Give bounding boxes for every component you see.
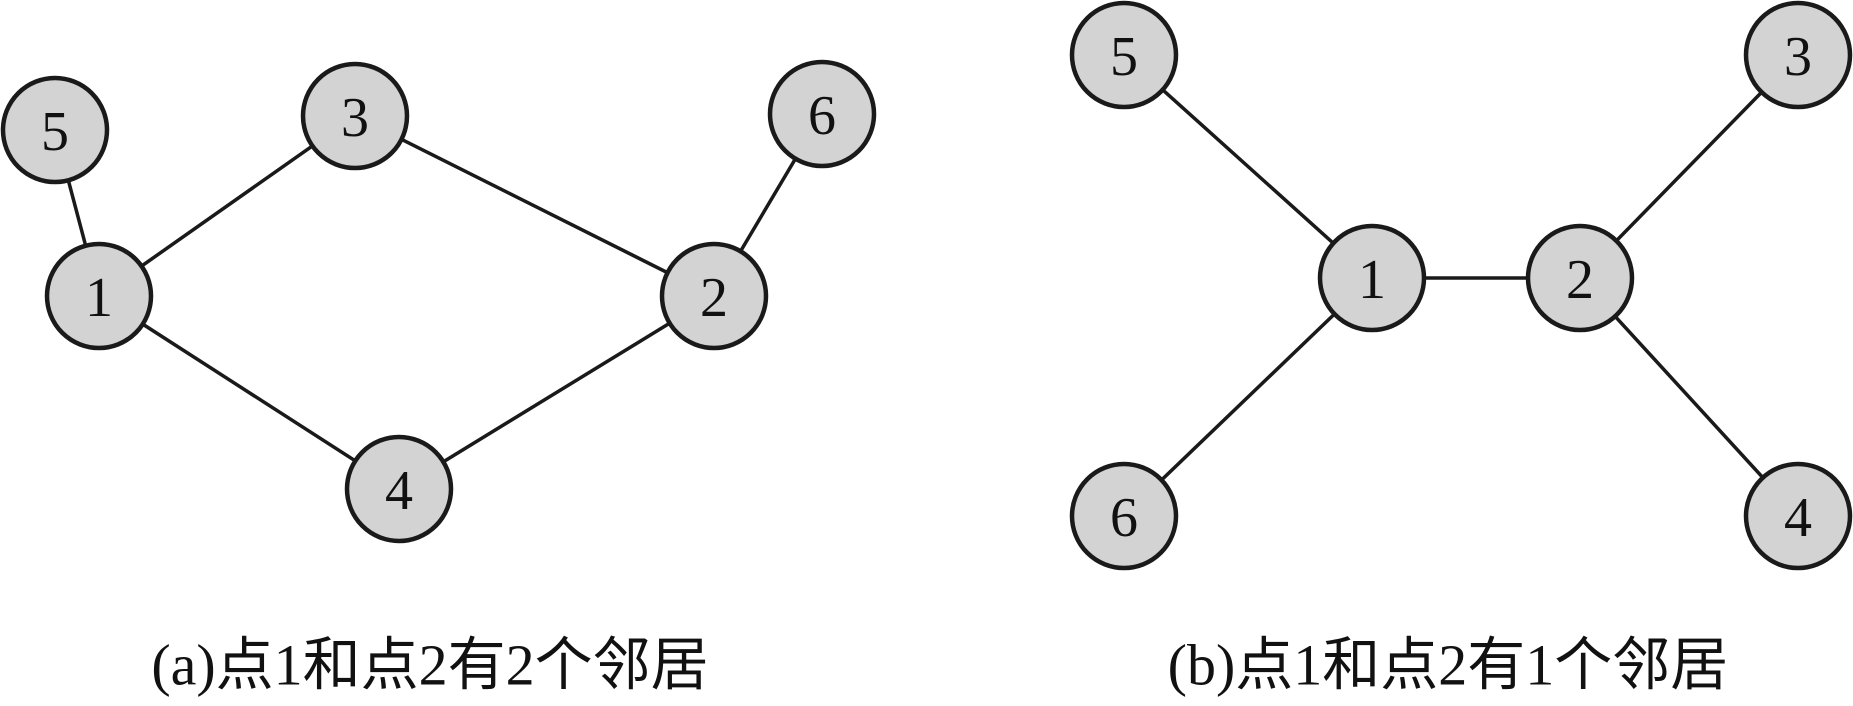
graph-a-nodes: 1 2 3 4 5 6 [0, 59, 877, 544]
graph-a-node-2-label: 2 [700, 267, 728, 329]
graph-b-edges [1122, 53, 1800, 518]
graph-a-node-1-circle [44, 241, 154, 351]
graph-b-node-4-circle [1743, 461, 1853, 571]
graph-a-edge-4-2 [398, 294, 715, 491]
graph-a-node-2-circle [659, 241, 769, 351]
graph-b-edge-1-6 [1122, 276, 1374, 518]
graph-b-node-1: 1 [1317, 223, 1427, 333]
graph-a-node-3-circle [300, 61, 410, 171]
graph-a-node-5-label: 5 [41, 101, 69, 163]
graph-a-edge-3-2 [354, 114, 715, 298]
graph-a-node-1: 1 [44, 241, 154, 351]
graph-a-node-5: 5 [0, 75, 110, 185]
graph-b-node-5-label: 5 [1110, 26, 1138, 88]
graph-a-node-5-circle [0, 75, 110, 185]
graph-a-node-4: 4 [344, 434, 454, 544]
graph-a-node-3-label: 3 [341, 87, 369, 149]
graph-a-edge-1-4 [98, 294, 400, 491]
graph-b-node-6-label: 6 [1110, 487, 1138, 549]
graph-b-node-1-label: 1 [1358, 249, 1386, 311]
graph-b-node-4-label: 4 [1784, 487, 1812, 549]
graph-a: 1 2 3 4 5 6 (a)点1和点2有2个邻居 [0, 59, 877, 698]
graph-a-node-4-circle [344, 434, 454, 544]
graph-b-node-3: 3 [1743, 0, 1853, 110]
graph-b-node-1-circle [1317, 223, 1427, 333]
graph-a-node-6-circle [767, 59, 877, 169]
graph-b-node-6-circle [1069, 461, 1179, 571]
graph-b-node-2: 2 [1525, 223, 1635, 333]
graph-b-node-3-label: 3 [1784, 26, 1812, 88]
graph-b-node-5: 5 [1069, 0, 1179, 110]
graph-a-node-4-label: 4 [385, 460, 413, 522]
graph-a-node-1-label: 1 [85, 267, 113, 329]
graph-b-node-4: 4 [1743, 461, 1853, 571]
graph-b-nodes: 1 2 3 4 5 6 [1069, 0, 1853, 571]
graph-a-node-6-label: 6 [808, 85, 836, 147]
graph-a-caption: (a)点1和点2有2个邻居 [151, 633, 708, 698]
graph-b-node-3-circle [1743, 0, 1853, 110]
graph-b-node-2-label: 2 [1566, 249, 1594, 311]
graph-a-node-2: 2 [659, 241, 769, 351]
graph-b-node-5-circle [1069, 0, 1179, 110]
graph-a-node-6: 6 [767, 59, 877, 169]
graph-b-edge-5-1 [1122, 53, 1374, 280]
graph-b-caption: (b)点1和点2有1个邻居 [1168, 633, 1729, 698]
graph-b-node-6: 6 [1069, 461, 1179, 571]
graph-a-node-3: 3 [300, 61, 410, 171]
graph-b-node-2-circle [1525, 223, 1635, 333]
graph-b: 1 2 3 4 5 6 (b)点1和点2有1个邻居 [1069, 0, 1853, 698]
